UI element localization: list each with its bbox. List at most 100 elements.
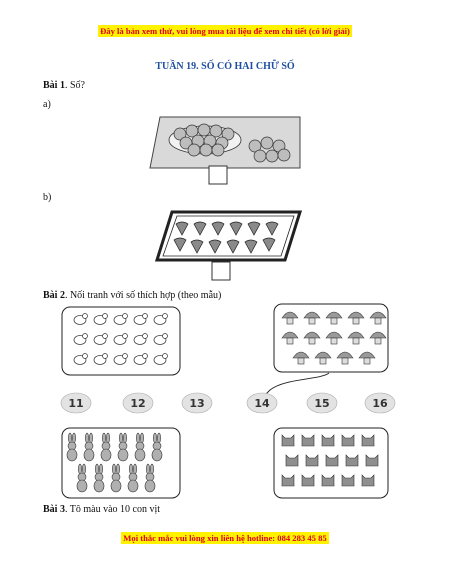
- chicken-icon: [153, 333, 168, 345]
- rabbit-icon: [83, 432, 95, 462]
- fruit-icon: [265, 149, 279, 163]
- bai1-text: . Số?: [64, 80, 85, 91]
- sample-connection-line: [263, 372, 330, 397]
- cat-icon: [341, 474, 355, 487]
- answer-box-b[interactable]: [211, 261, 231, 281]
- strawberry-icon: [193, 221, 207, 236]
- bottom-banner: Mọi thắc mắc vui lòng xin liên hệ hotlin…: [0, 532, 450, 544]
- chicken-icon: [113, 353, 128, 365]
- strawberry-icon: [262, 237, 276, 252]
- chicken-icon: [133, 313, 148, 325]
- rabbit-icon: [134, 432, 146, 462]
- rabbit-icon: [117, 432, 129, 462]
- chicken-icon: [113, 313, 128, 325]
- rabbit-icon: [144, 463, 156, 493]
- number-label: 16: [372, 397, 388, 410]
- chicken-icon: [73, 333, 88, 345]
- bai3-label: Bài 3: [43, 504, 65, 515]
- fruit-icon: [277, 148, 291, 162]
- cat-icon: [361, 474, 375, 487]
- number-label: 15: [314, 397, 329, 410]
- number-oval-16[interactable]: 16: [364, 392, 396, 414]
- strawberry-tray-illustration: [154, 210, 303, 262]
- rabbit-icon: [100, 432, 112, 462]
- chicken-group: [73, 313, 168, 365]
- number-oval-14[interactable]: 14: [246, 392, 278, 414]
- mushroom-icon: [281, 311, 299, 325]
- rabbit-icon: [127, 463, 139, 493]
- number-oval-13[interactable]: 13: [181, 392, 213, 414]
- fruit-icon: [209, 124, 223, 138]
- strawberry-icon: [244, 239, 258, 254]
- page-title: TUẦN 19. SỐ CÓ HAI CHỮ SỐ: [155, 61, 295, 72]
- mushroom-icon: [336, 351, 354, 365]
- cat-icon: [345, 454, 359, 467]
- mushroom-icon: [369, 311, 387, 325]
- number-ovals: 11 12 13 14 15 16: [60, 392, 396, 414]
- strawberry-icon: [190, 239, 204, 254]
- cat-icon: [285, 454, 299, 467]
- number-oval-11[interactable]: 11: [60, 392, 92, 414]
- strawberry-icon: [229, 221, 243, 236]
- fruit-icon: [173, 127, 187, 141]
- bai2-label: Bài 2: [43, 290, 65, 301]
- mushroom-icon: [325, 311, 343, 325]
- rabbit-group: [66, 432, 163, 493]
- strawberry-icon: [211, 221, 225, 236]
- strawberry-icon: [265, 221, 279, 236]
- cat-icon: [341, 434, 355, 447]
- rabbit-icon: [76, 463, 88, 493]
- rabbit-icon: [110, 463, 122, 493]
- top-banner: Đây là bản xem thử, vui lòng mua tài liệ…: [0, 25, 450, 37]
- bottom-banner-text: Mọi thắc mắc vui lòng xin liên hệ hotlin…: [121, 532, 329, 544]
- bai1-label: Bài 1: [43, 80, 65, 91]
- number-oval-12[interactable]: 12: [122, 392, 154, 414]
- rabbit-icon: [66, 432, 78, 462]
- bai2-heading: Bài 2. Nối tranh với số thích hợp (theo …: [43, 290, 221, 301]
- cat-icon: [305, 454, 319, 467]
- number-oval-15[interactable]: 15: [306, 392, 338, 414]
- cat-icon: [321, 434, 335, 447]
- cat-icon: [281, 434, 295, 447]
- mushroom-icon: [303, 331, 321, 345]
- chicken-icon: [153, 313, 168, 325]
- mushroom-icon: [369, 331, 387, 345]
- bai3-text: . Tô màu vào 10 con vịt: [64, 504, 161, 515]
- bai1-heading: Bài 1. Số?: [43, 80, 85, 91]
- top-banner-text: Đây là bản xem thử, vui lòng mua tài liệ…: [98, 25, 352, 37]
- chicken-icon: [73, 353, 88, 365]
- strawberry-icon: [173, 237, 187, 252]
- mushroom-icon: [303, 311, 321, 325]
- chicken-icon: [133, 353, 148, 365]
- cat-icon: [325, 454, 339, 467]
- number-label: 11: [68, 397, 83, 410]
- mushroom-group: [281, 311, 387, 365]
- mushroom-icon: [347, 311, 365, 325]
- bai3-heading: Bài 3. Tô màu vào 10 con vịt: [43, 504, 160, 515]
- fruit-icon: [221, 127, 235, 141]
- mushroom-icon: [325, 331, 343, 345]
- cat-group: [281, 434, 379, 487]
- cat-icon: [301, 434, 315, 447]
- cat-icon: [361, 434, 375, 447]
- fruit-icon: [253, 149, 267, 163]
- chicken-icon: [73, 313, 88, 325]
- fruit-icon: [248, 139, 262, 153]
- strawberry-icon: [226, 239, 240, 254]
- number-label: 13: [189, 397, 204, 410]
- chicken-icon: [93, 353, 108, 365]
- bai1-part-b: b): [43, 192, 52, 203]
- number-label: 12: [130, 397, 145, 410]
- cat-icon: [365, 454, 379, 467]
- answer-box-a[interactable]: [208, 165, 228, 185]
- chicken-icon: [93, 333, 108, 345]
- strawberry-icon: [208, 239, 222, 254]
- fruit-icon: [199, 143, 213, 157]
- rabbit-icon: [93, 463, 105, 493]
- number-label: 14: [254, 397, 270, 410]
- fruit-plate-illustration: [149, 116, 301, 169]
- fruit-icon: [187, 143, 201, 157]
- mushroom-icon: [358, 351, 376, 365]
- mushroom-icon: [314, 351, 332, 365]
